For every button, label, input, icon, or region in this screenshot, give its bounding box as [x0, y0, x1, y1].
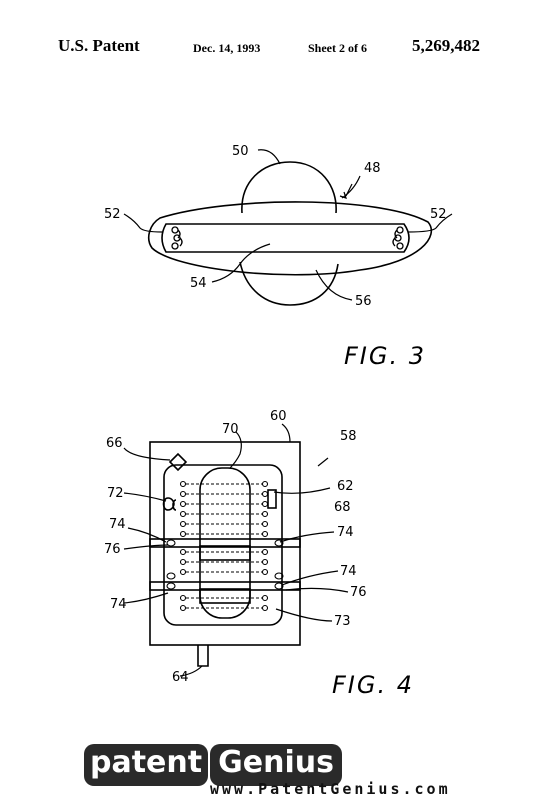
fig4-label-74-right-lower: 74 — [340, 564, 357, 579]
watermark-url: www.PatentGenius.com — [210, 780, 451, 798]
header-date: Dec. 14, 1993 — [193, 41, 261, 55]
fig4-label-76-left: 76 — [104, 542, 121, 557]
fig4-element-68 — [267, 489, 277, 509]
fig4-element-72 — [162, 497, 177, 511]
fig4-caption: FIG. 4 — [332, 671, 414, 699]
header-patent-number: 5,269,482 — [412, 36, 480, 55]
header-patent-label: U.S. Patent — [58, 36, 140, 55]
fig3-inner-band — [161, 223, 410, 253]
fig4-label-58: 58 — [340, 429, 357, 444]
fig4-inner-chamber — [163, 464, 283, 626]
logo-word-patent: patent — [84, 744, 209, 786]
fig3-left-coils — [171, 226, 183, 250]
fig4-outlet-64 — [197, 645, 209, 667]
fig4-label-73: 73 — [334, 614, 351, 629]
fig4-label-72: 72 — [107, 486, 124, 501]
fig3-label-52-right: 52 — [430, 207, 447, 222]
fig4-label-62: 62 — [337, 479, 354, 494]
fig4-label-68: 68 — [334, 500, 351, 515]
fig3-arrow-48 — [345, 183, 353, 197]
fig4-housing — [149, 441, 301, 646]
fig4-label-60: 60 — [270, 409, 287, 424]
fig3-label-52-left: 52 — [104, 207, 121, 222]
fig4-crossbar-lower — [149, 581, 301, 591]
fig3-caption: FIG. 3 — [344, 342, 426, 370]
fig4-label-74-left-lower: 74 — [110, 597, 127, 612]
fig3-label-48: 48 — [364, 161, 381, 176]
patentgenius-logo: patent Genius — [84, 734, 342, 786]
fig4-clip-upper — [199, 545, 251, 561]
fig4-crossbar-upper — [149, 538, 301, 548]
fig3-lower-lobe — [239, 261, 339, 306]
fig3-label-54: 54 — [190, 276, 207, 291]
fig4-label-74-right-upper: 74 — [337, 525, 354, 540]
fig4-label-74-left-upper: 74 — [109, 517, 126, 532]
fig3-label-50: 50 — [232, 144, 249, 159]
fig3-drawing — [123, 149, 453, 306]
fig4-coil-loops — [179, 480, 269, 612]
fig3-upper-lobe — [241, 161, 337, 214]
fig4-label-70: 70 — [222, 422, 239, 437]
fig3-leaders — [123, 149, 453, 301]
fig4-label-76-right: 76 — [350, 585, 367, 600]
fig4-clip-lower — [199, 588, 251, 604]
fig4-drawing — [123, 423, 349, 677]
fig4-coil-rows — [186, 483, 262, 609]
fig4-side-nodes — [166, 539, 284, 590]
fig3-label-56: 56 — [355, 294, 372, 309]
fig3-outer-ring — [148, 201, 433, 276]
fig4-label-66: 66 — [106, 436, 123, 451]
logo-word-genius: Genius — [210, 744, 342, 786]
header-sheet: Sheet 2 of 6 — [308, 41, 367, 55]
fig3-right-coils — [392, 226, 404, 250]
fig4-capsule — [199, 467, 251, 619]
fig4-leaders — [123, 423, 349, 677]
fig4-label-64: 64 — [172, 670, 189, 685]
fig4-valve-66 — [168, 452, 188, 472]
